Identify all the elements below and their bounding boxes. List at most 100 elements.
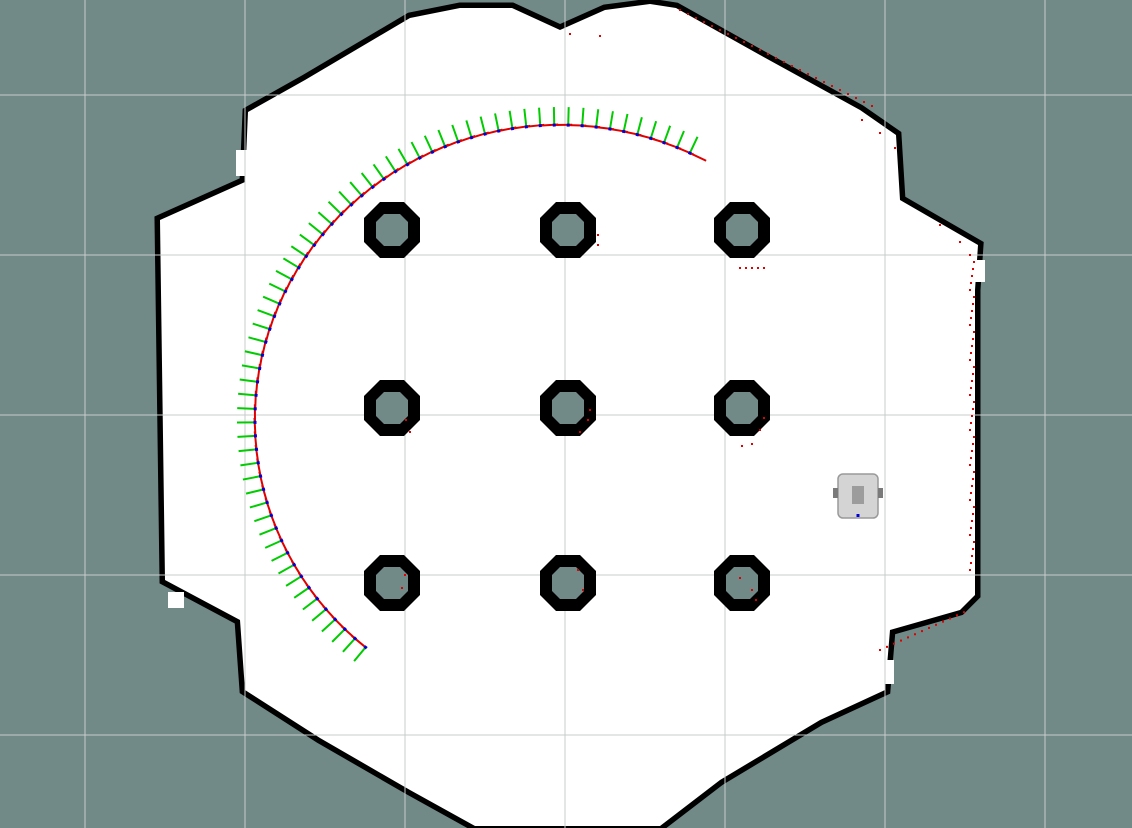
laser-point	[969, 534, 971, 536]
laser-point	[972, 548, 974, 550]
axis-z	[256, 461, 260, 465]
laser-point	[973, 541, 975, 543]
laser-point	[587, 419, 589, 421]
axis-y	[581, 107, 585, 126]
laser-point	[972, 408, 974, 410]
axis-y	[237, 434, 256, 438]
axis-y	[649, 120, 658, 139]
laser-point	[739, 577, 741, 579]
laser-point	[745, 267, 747, 269]
laser-point	[815, 77, 817, 79]
laser-point	[775, 57, 777, 59]
laser-scan-points	[401, 9, 975, 651]
axis-z	[261, 487, 266, 492]
axis-z	[363, 645, 368, 650]
axis-y	[238, 392, 257, 397]
axis-z	[254, 393, 258, 397]
axis-z	[254, 447, 259, 452]
laser-point	[751, 267, 753, 269]
laser-point	[839, 89, 841, 91]
laser-point	[973, 366, 975, 368]
axis-y	[465, 120, 473, 138]
axis-z	[255, 380, 260, 384]
axis-y	[608, 111, 614, 130]
axis-y	[595, 109, 600, 128]
axis-y	[311, 608, 327, 622]
laser-point	[879, 132, 881, 134]
axis-z	[253, 434, 258, 438]
axis-z	[267, 327, 272, 332]
pillar-obstacles	[364, 202, 770, 611]
laser-point	[855, 97, 857, 99]
laser-point	[743, 41, 745, 43]
axis-z	[621, 129, 626, 134]
laser-point	[973, 296, 975, 298]
axis-z	[430, 150, 435, 155]
laser-point	[972, 513, 974, 515]
robot-sensor	[852, 486, 864, 504]
laser-point	[969, 289, 971, 291]
laser-point	[971, 555, 973, 557]
axis-y	[275, 269, 293, 281]
axis-y	[257, 309, 275, 318]
pillar-inner	[376, 567, 408, 599]
robot-origin	[856, 514, 860, 517]
laser-point	[959, 241, 961, 243]
pillar-inner	[376, 214, 408, 246]
laser-point	[956, 614, 958, 617]
laser-point	[763, 267, 765, 269]
axis-z	[289, 277, 294, 282]
turtlebot-icon[interactable]	[833, 473, 883, 519]
axis-z	[292, 562, 297, 567]
axis-z	[349, 202, 354, 207]
axis-y	[353, 646, 367, 662]
laser-point	[799, 69, 801, 71]
axis-z	[260, 353, 265, 358]
laser-point	[970, 352, 972, 354]
pillar-inner	[552, 567, 584, 599]
laser-point	[973, 261, 975, 263]
notch-3	[168, 592, 184, 608]
robot-wheel-right	[878, 488, 883, 498]
axis-z	[524, 125, 528, 129]
laser-point	[577, 569, 579, 571]
laser-point	[599, 35, 601, 37]
laser-point	[783, 61, 785, 63]
axis-y	[636, 116, 643, 135]
axis-z	[253, 407, 257, 411]
laser-point	[969, 254, 971, 256]
laser-point	[973, 436, 975, 438]
laser-point	[735, 37, 737, 39]
laser-point	[971, 275, 973, 277]
axis-z	[258, 474, 263, 478]
axis-z	[263, 340, 268, 344]
laser-point	[973, 506, 975, 508]
laser-point	[767, 53, 769, 55]
axis-y	[451, 124, 460, 143]
laser-point	[921, 630, 923, 633]
laser-point	[935, 623, 937, 626]
laser-point	[401, 587, 403, 589]
axis-y	[349, 181, 363, 197]
pillar-3	[364, 380, 420, 436]
laser-point	[970, 387, 972, 389]
laser-point	[972, 338, 974, 340]
laser-point	[969, 569, 971, 571]
laser-point	[970, 317, 972, 319]
laser-point	[970, 457, 972, 459]
axis-z	[393, 169, 398, 174]
laser-point	[791, 65, 793, 67]
pillar-inner	[376, 392, 408, 424]
axis-y	[237, 407, 256, 410]
axis-y	[271, 551, 289, 562]
axis-y	[384, 155, 397, 173]
axis-z	[283, 289, 288, 294]
axis-y	[278, 563, 295, 575]
laser-point	[831, 85, 833, 87]
laser-point	[687, 13, 689, 15]
axis-y	[268, 282, 286, 293]
laser-point	[969, 359, 971, 361]
axis-z	[381, 177, 387, 182]
